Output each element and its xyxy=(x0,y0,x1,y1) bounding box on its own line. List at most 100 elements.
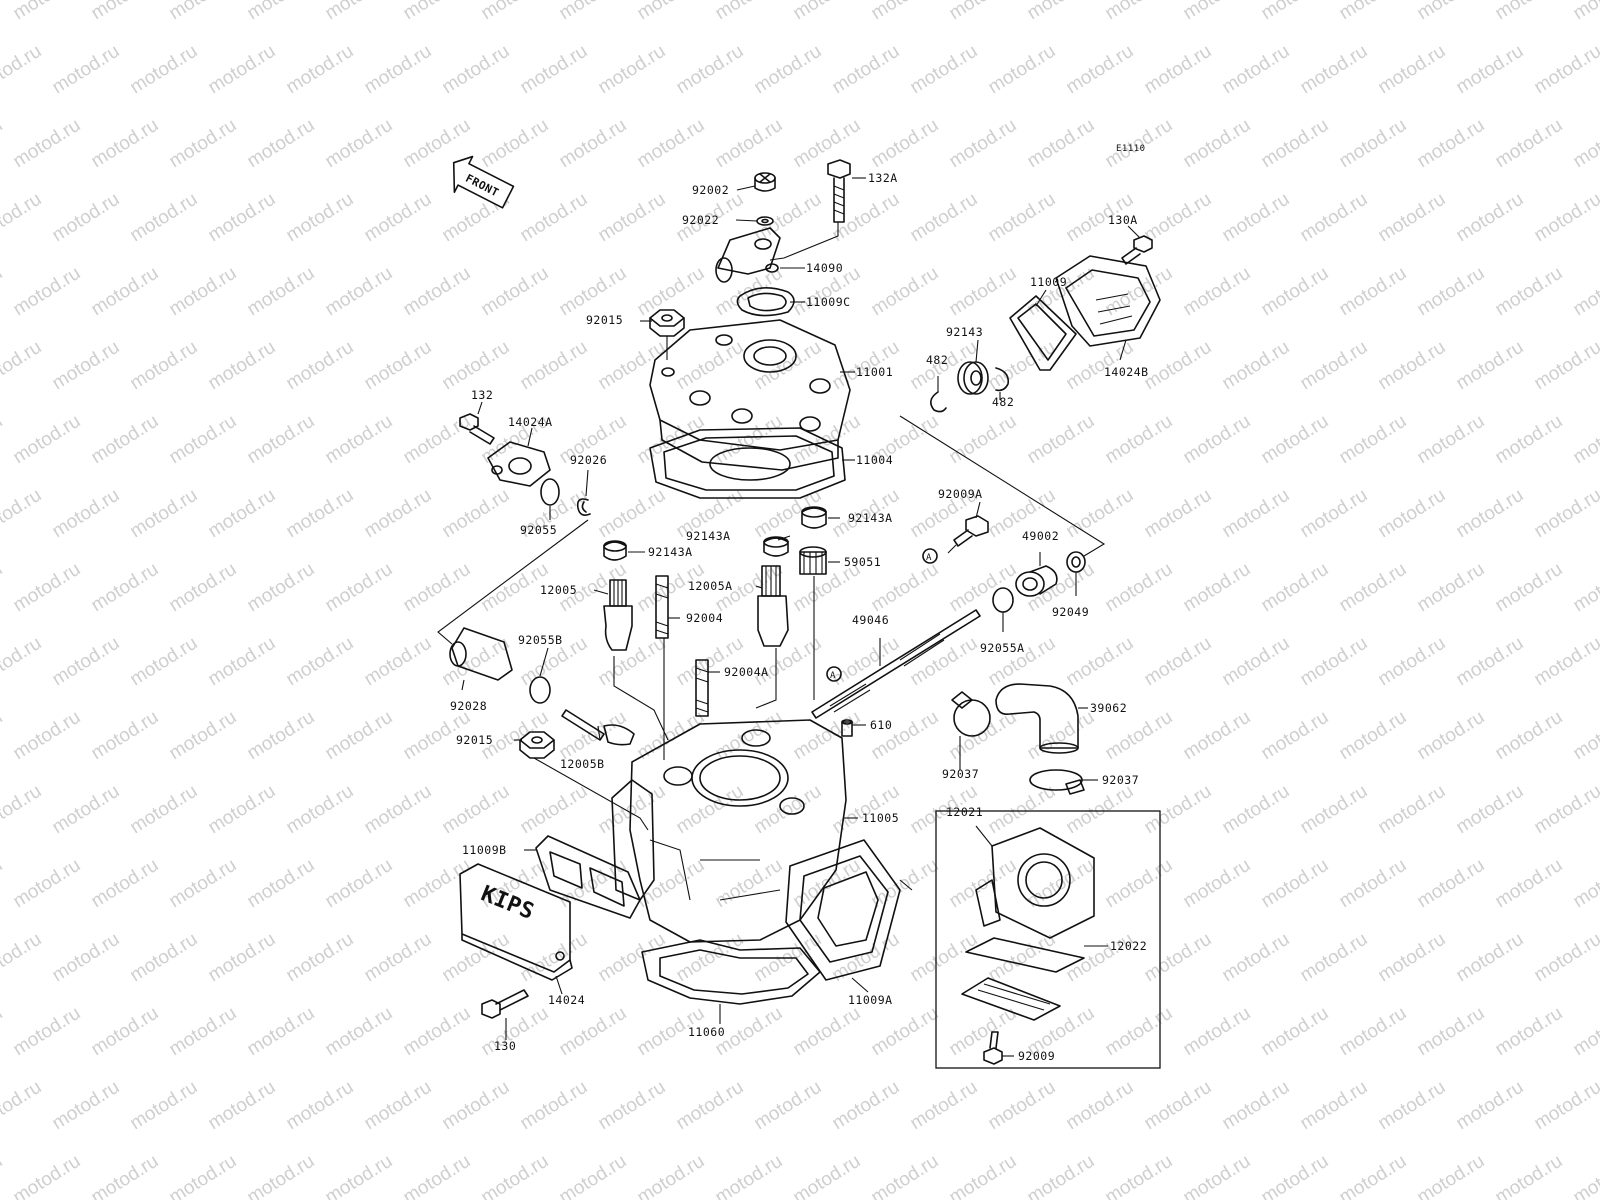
watermark-text: motod.ru xyxy=(712,855,787,913)
label-14024B: 14024B xyxy=(1104,365,1149,379)
watermark-text: motod.ru xyxy=(634,0,709,24)
watermark-text: motod.ru xyxy=(361,633,436,691)
watermark-text: motod.ru xyxy=(127,929,202,987)
label-11009A: 11009A xyxy=(848,993,893,1007)
watermark-text: motod.ru xyxy=(907,1077,982,1135)
watermark-text: motod.ru xyxy=(244,115,319,173)
watermark-text: motod.ru xyxy=(1570,559,1600,617)
watermark-text: motod.ru xyxy=(1414,1151,1489,1200)
watermark-text: motod.ru xyxy=(400,1151,475,1200)
watermark-text: motod.ru xyxy=(49,1077,124,1135)
watermark-text: motod.ru xyxy=(1219,41,1294,99)
watermark-text: motod.ru xyxy=(166,115,241,173)
watermark-text: motod.ru xyxy=(10,1003,85,1061)
watermark-text: motod.ru xyxy=(556,1151,631,1200)
watermark-text: motod.ru xyxy=(1219,1077,1294,1135)
label-12005B: 12005B xyxy=(560,757,605,771)
watermark-text: motod.ru xyxy=(88,115,163,173)
watermark-text: motod.ru xyxy=(283,781,358,839)
part-92015-mid xyxy=(519,731,555,759)
label-12005: 12005 xyxy=(540,583,577,597)
watermark-text: motod.ru xyxy=(1570,0,1600,24)
part-11001-cylinder-head xyxy=(649,319,851,471)
watermark-text: motod.ru xyxy=(1297,633,1372,691)
label-14090: 14090 xyxy=(806,261,843,275)
watermark-text: motod.ru xyxy=(595,337,670,395)
watermark-text: motod.ru xyxy=(244,263,319,321)
watermark-text: motod.ru xyxy=(205,633,280,691)
watermark-text: motod.ru xyxy=(1570,411,1600,469)
watermark-text: motod.ru xyxy=(322,263,397,321)
watermark-text: motod.ru xyxy=(829,189,904,247)
watermark-text: motod.ru xyxy=(400,559,475,617)
label-92004A: 92004A xyxy=(724,665,769,679)
watermark-text: motod.ru xyxy=(1453,41,1528,99)
watermark-text: motod.ru xyxy=(166,411,241,469)
watermark-text: motod.ru xyxy=(10,115,85,173)
label-11001: 11001 xyxy=(856,365,893,379)
watermark-text: motod.ru xyxy=(1492,0,1567,24)
watermark-text: motod.ru xyxy=(673,781,748,839)
watermark-text: motod.ru xyxy=(1024,1151,1099,1200)
watermark-text: motod.ru xyxy=(166,1003,241,1061)
watermark-text: motod.ru xyxy=(1531,485,1600,543)
watermark-text: motod.ru xyxy=(244,411,319,469)
watermark-text: motod.ru xyxy=(946,411,1021,469)
watermark-text: motod.ru xyxy=(166,0,241,24)
watermark-text: motod.ru xyxy=(205,337,280,395)
watermark-text: motod.ru xyxy=(244,855,319,913)
watermark-text: motod.ru xyxy=(166,855,241,913)
watermark-text: motod.ru xyxy=(1297,485,1372,543)
watermark-text: motod.ru xyxy=(1219,337,1294,395)
label-92037-lower: 92037 xyxy=(1102,773,1139,787)
watermark-text: motod.ru xyxy=(400,263,475,321)
watermark-text: motod.ru xyxy=(1219,781,1294,839)
watermark-text: motod.ru xyxy=(1297,337,1372,395)
part-132A xyxy=(827,159,851,223)
label-92055B: 92055B xyxy=(518,633,563,647)
part-92002 xyxy=(754,172,776,192)
watermark-text: motod.ru xyxy=(0,929,45,987)
part-11009C xyxy=(736,287,795,317)
watermark-text: motod.ru xyxy=(283,633,358,691)
part-92055 xyxy=(540,478,560,506)
watermark-text: motod.ru xyxy=(1180,263,1255,321)
part-130 xyxy=(481,989,529,1019)
watermark-text: motod.ru xyxy=(556,1003,631,1061)
watermark-text: motod.ru xyxy=(0,485,45,543)
label-610: 610 xyxy=(870,718,892,732)
watermark-text: motod.ru xyxy=(0,189,45,247)
watermark-text: motod.ru xyxy=(1102,263,1177,321)
watermark-text: motod.ru xyxy=(829,781,904,839)
watermark-text: motod.ru xyxy=(1531,337,1600,395)
watermark-text: motod.ru xyxy=(1180,1151,1255,1200)
label-92004: 92004 xyxy=(686,611,723,625)
watermark-text: motod.ru xyxy=(1180,1003,1255,1061)
watermark-text: motod.ru xyxy=(1063,633,1138,691)
watermark-text: motod.ru xyxy=(1492,707,1567,765)
watermark-text: motod.ru xyxy=(205,485,280,543)
watermark-text: motod.ru xyxy=(985,189,1060,247)
label-92143A-right: 92143A xyxy=(848,511,893,525)
leader-lines xyxy=(437,177,1141,1057)
watermark-text: motod.ru xyxy=(1453,485,1528,543)
watermark-text: motod.ru xyxy=(1102,1151,1177,1200)
watermark-text: motod.ru xyxy=(1258,0,1333,24)
watermark-text: motod.ru xyxy=(556,263,631,321)
watermark-text: motod.ru xyxy=(0,559,6,617)
watermark-text: motod.ru xyxy=(946,0,1021,24)
part-92143 xyxy=(957,361,989,395)
watermark-text: motod.ru xyxy=(595,189,670,247)
watermark-text: motod.ru xyxy=(0,633,45,691)
watermark-text: motod.ru xyxy=(1063,41,1138,99)
label-92028: 92028 xyxy=(450,699,487,713)
part-labels: 92002 132A 92022 14090 11009C 92015 1100… xyxy=(450,171,1149,1063)
watermark-text: motod.ru xyxy=(1570,1151,1600,1200)
part-14024A xyxy=(487,441,551,487)
label-59051: 59051 xyxy=(844,555,881,569)
watermark-text: motod.ru xyxy=(88,707,163,765)
watermark-text: motod.ru xyxy=(10,411,85,469)
watermark-text: motod.ru xyxy=(946,559,1021,617)
watermark-text: motod.ru xyxy=(985,337,1060,395)
watermark-text: motod.ru xyxy=(1375,781,1450,839)
